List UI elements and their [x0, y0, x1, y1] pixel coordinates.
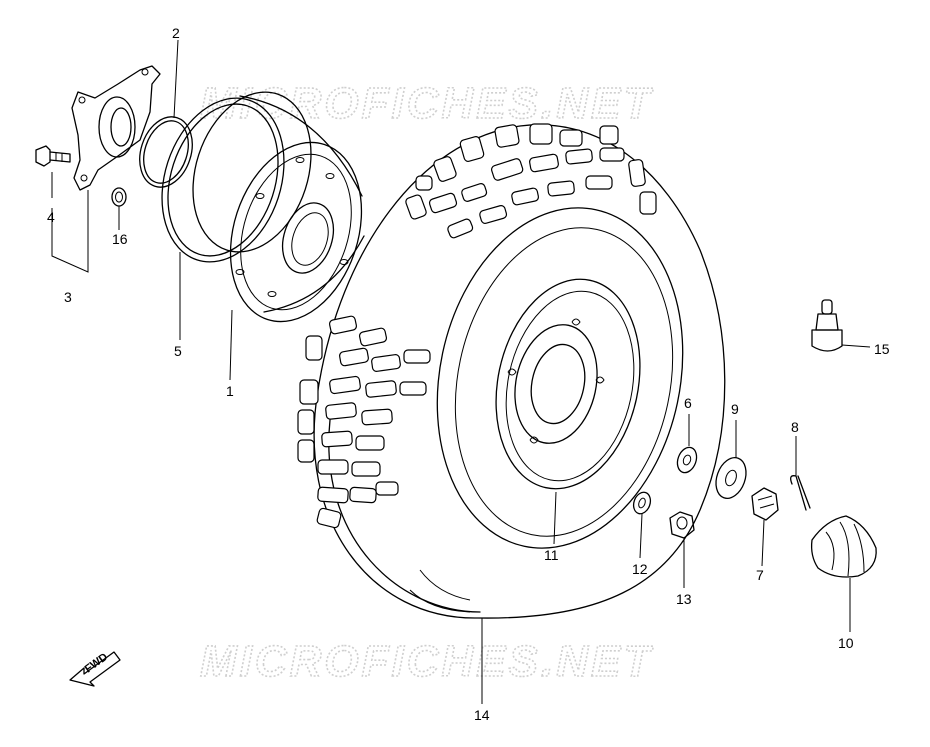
callout-2: 2: [172, 25, 180, 41]
callout-6: 6: [684, 395, 692, 411]
rim-seal-ring: [161, 97, 285, 263]
small-washer: [111, 187, 127, 207]
o-ring: [139, 116, 193, 188]
watermark-bottom: MICROFICHES.NET: [200, 637, 653, 686]
cotter-pin: [790, 475, 811, 511]
callout-3: 3: [64, 289, 72, 305]
hub-plate: [71, 65, 161, 191]
wheel-rim: [192, 91, 365, 323]
forward-direction-arrow: FWD: [69, 651, 121, 687]
bolt: [35, 145, 71, 167]
watermark-top: MICROFICHES.NET: [200, 79, 653, 128]
washer-12: [632, 491, 652, 515]
callout-7: 7: [756, 567, 764, 583]
fwd-label: FWD: [83, 651, 110, 675]
callout-4: 4: [47, 209, 55, 225]
castle-nut: [751, 487, 779, 521]
washer-6: [676, 446, 698, 474]
callout-16: 16: [112, 231, 128, 247]
wheel-hub-face: [495, 278, 641, 490]
hub-cap: [810, 515, 877, 578]
callout-13: 13: [676, 591, 692, 607]
nut-13: [669, 511, 695, 539]
callout-8: 8: [791, 419, 799, 435]
valve-stem: [811, 299, 843, 352]
callout-11: 11: [544, 547, 559, 563]
callout-14: 14: [474, 707, 490, 723]
washer-9: [715, 457, 747, 499]
leader-lines: [51, 39, 871, 704]
callout-15: 15: [874, 341, 890, 357]
callout-10: 10: [838, 635, 854, 651]
callout-12: 12: [632, 561, 648, 577]
callout-9: 9: [731, 401, 739, 417]
callout-5: 5: [174, 343, 182, 359]
callout-1: 1: [226, 383, 234, 399]
tire: [297, 123, 726, 619]
